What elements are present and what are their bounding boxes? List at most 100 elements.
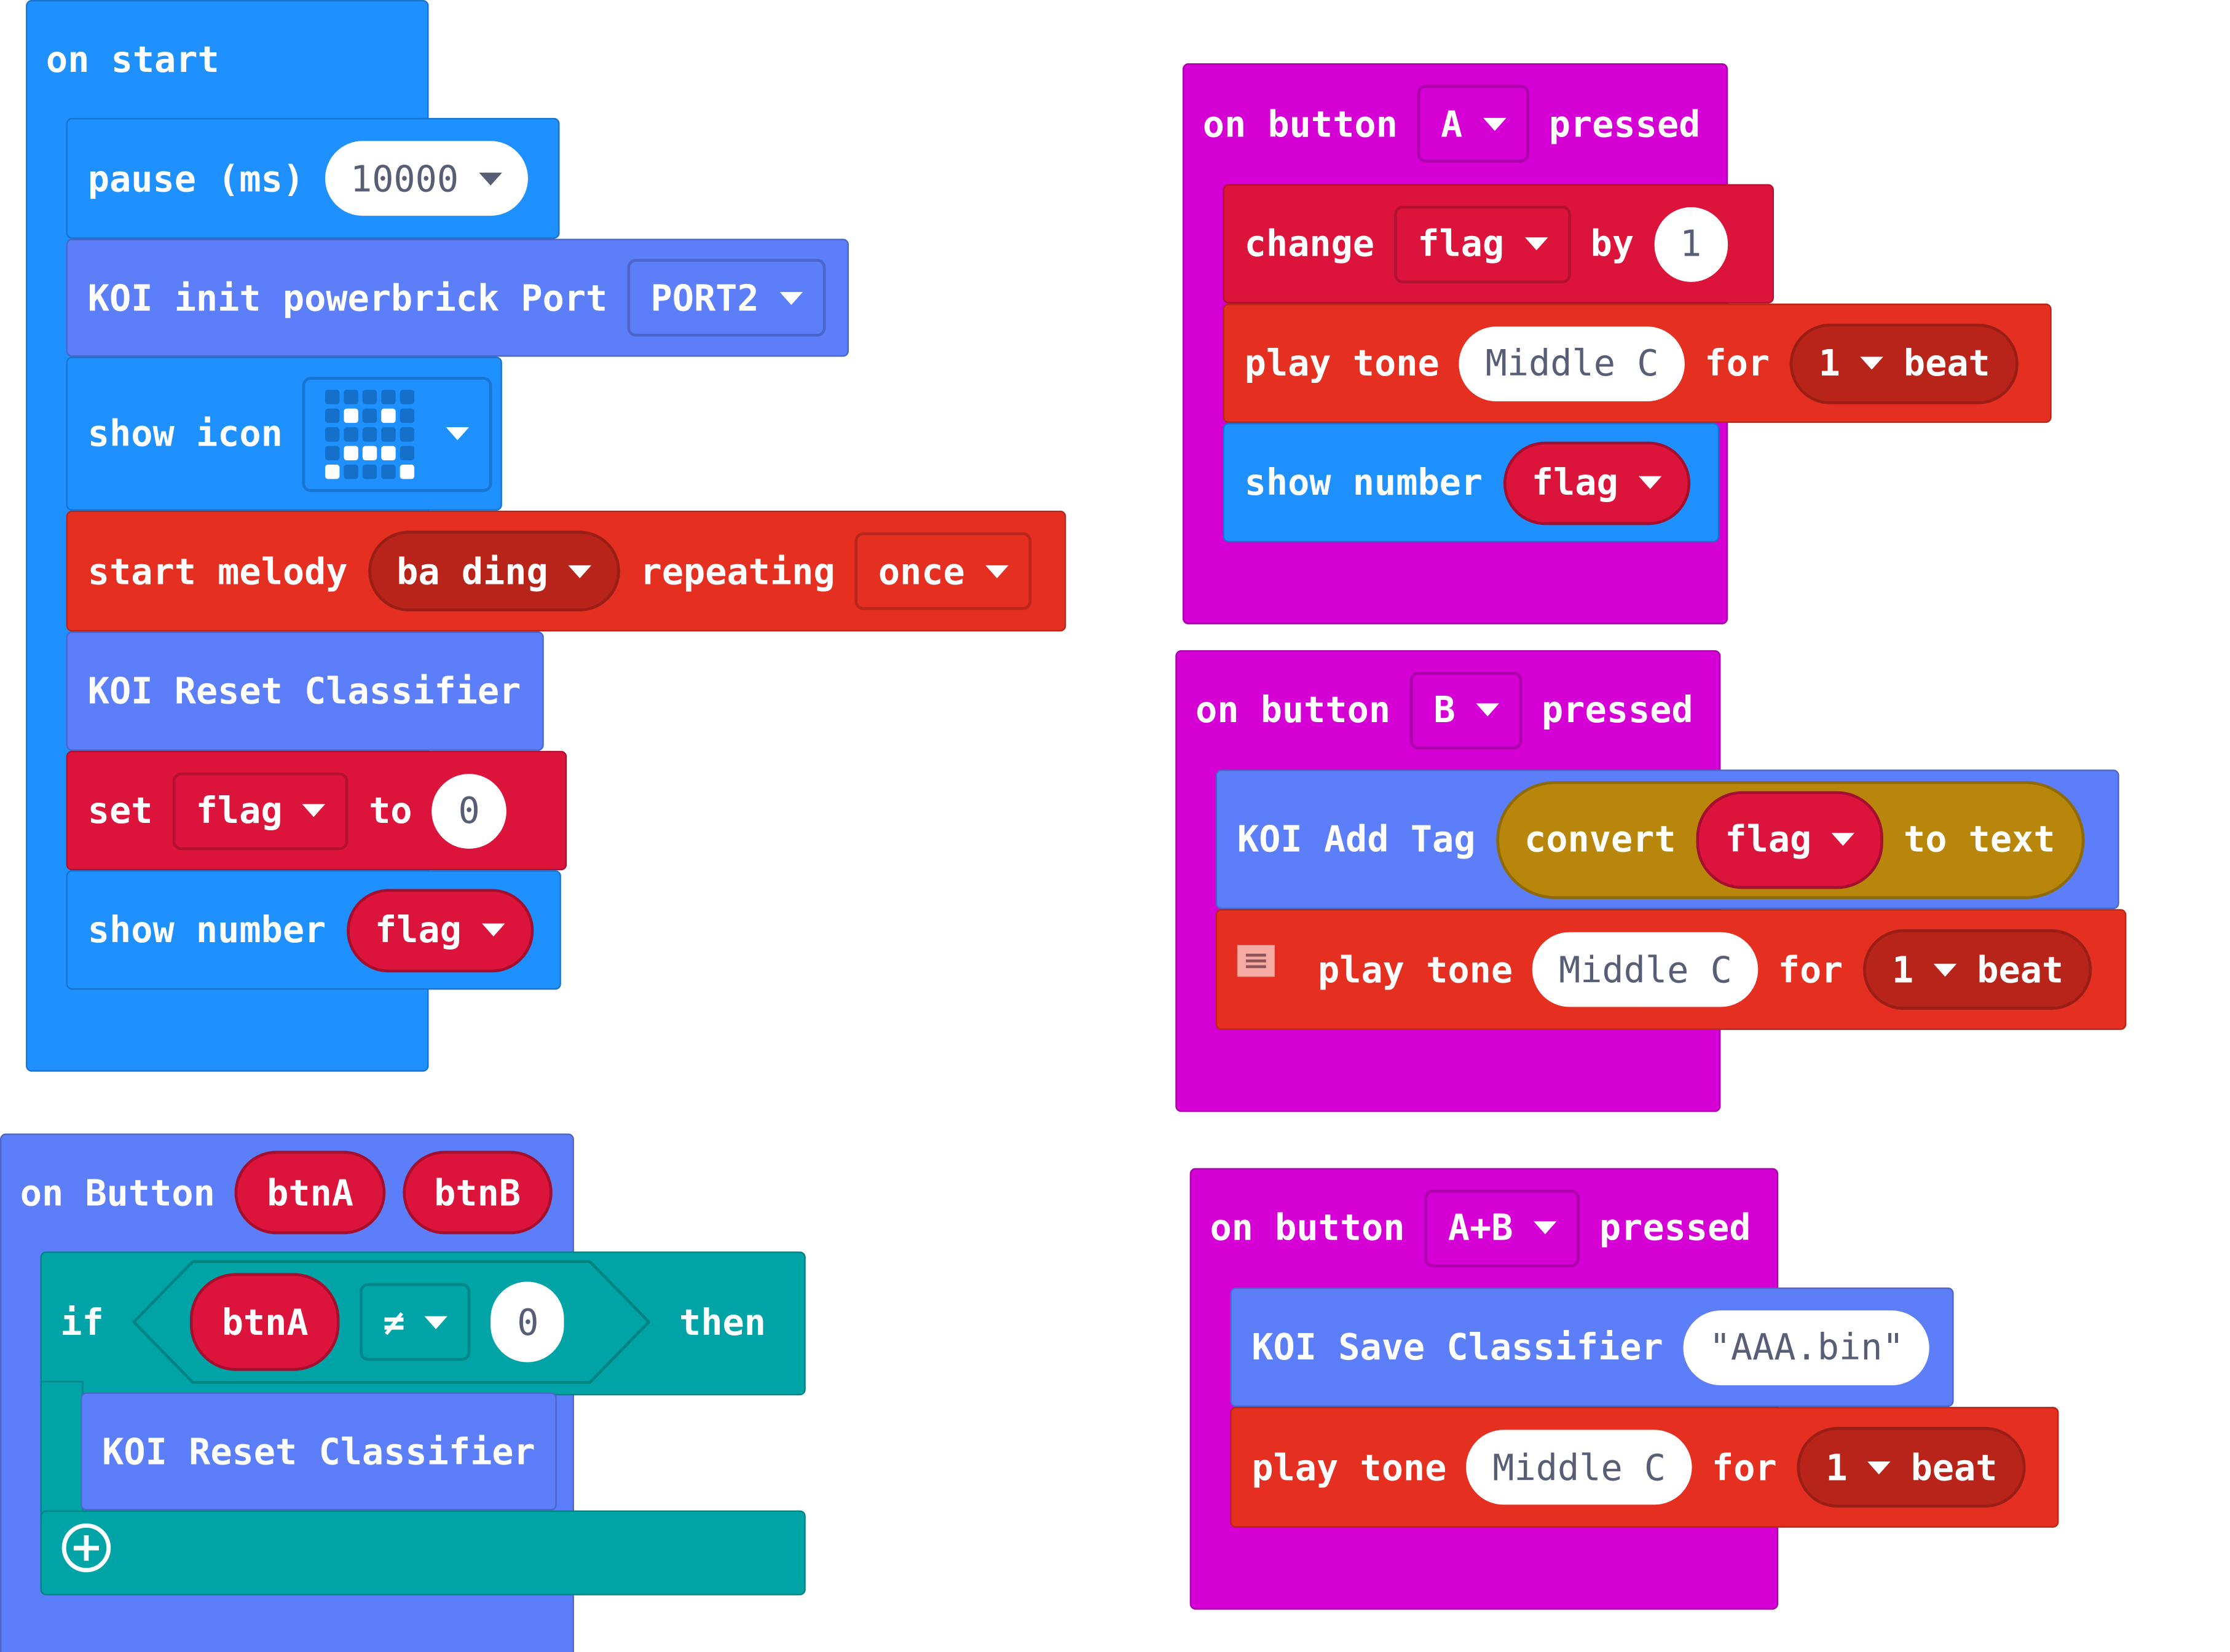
- convert-to-text-block[interactable]: convert flag to text: [1495, 780, 2084, 899]
- note-input[interactable]: Middle C: [1467, 1430, 1692, 1505]
- port-dropdown[interactable]: PORT2: [628, 259, 825, 337]
- repeating-label: repeating: [640, 550, 835, 592]
- beat-value: 1: [1826, 1446, 1848, 1489]
- chevron-down-icon: [1867, 1460, 1891, 1474]
- koi-add-tag-block[interactable]: KOI Add Tag convert flag to text: [1215, 769, 2119, 910]
- btn-a-reporter[interactable]: btnA: [190, 1273, 341, 1371]
- comment-icon[interactable]: [1237, 945, 1275, 977]
- koi-reset-block[interactable]: KOI Reset Classifier: [66, 631, 544, 751]
- pause-value-dropdown[interactable]: 10000: [324, 141, 528, 216]
- set-variable-block[interactable]: set flag to 0: [66, 750, 567, 871]
- beat-label: beat: [1903, 342, 1990, 384]
- melody-value: ba ding: [396, 550, 548, 592]
- for-label: for: [1778, 948, 1843, 991]
- koi-init-label: KOI init powerbrick Port: [87, 277, 608, 319]
- melody-dropdown[interactable]: ba ding: [368, 530, 620, 612]
- chevron-down-icon: [478, 171, 502, 185]
- variable-reporter[interactable]: flag: [346, 888, 534, 972]
- led-on: [382, 445, 396, 460]
- variable-name: flag: [1725, 818, 1812, 860]
- show-number-block[interactable]: show number flag: [1223, 423, 1720, 543]
- comparison-block[interactable]: btnA ≠ 0: [132, 1260, 651, 1384]
- variable-reporter[interactable]: flag: [1696, 790, 1884, 889]
- btn-b-reporter[interactable]: btnB: [402, 1150, 553, 1235]
- button-dropdown[interactable]: A+B: [1425, 1189, 1580, 1267]
- variable-name: flag: [195, 789, 283, 832]
- led-off: [400, 426, 416, 441]
- button-dropdown[interactable]: B: [1410, 671, 1522, 749]
- koi-save-classifier-block[interactable]: KOI Save Classifier "AAA.bin": [1230, 1287, 1954, 1407]
- beat-value: 1: [1891, 948, 1914, 991]
- variable-name: flag: [374, 909, 462, 951]
- set-value-input[interactable]: 0: [432, 773, 506, 848]
- chevron-down-icon: [1934, 963, 1957, 977]
- led-on: [363, 445, 378, 460]
- led-off: [326, 426, 341, 441]
- koi-init-block[interactable]: KOI init powerbrick Port PORT2: [66, 238, 849, 357]
- to-label: to: [369, 789, 412, 832]
- koi-reset-block[interactable]: KOI Reset Classifier: [81, 1392, 557, 1511]
- beat-label: beat: [1910, 1446, 1998, 1489]
- led-on: [326, 463, 341, 479]
- variable-reporter[interactable]: flag: [1502, 441, 1690, 525]
- beat-label: beat: [1977, 948, 2064, 991]
- on-button-ab-header: on button A+B pressed: [1190, 1168, 1771, 1288]
- operator-dropdown[interactable]: ≠: [360, 1283, 471, 1361]
- btn-a-reporter[interactable]: btnA: [235, 1150, 385, 1235]
- compare-value-input[interactable]: 0: [491, 1281, 565, 1363]
- port-value: PORT2: [650, 277, 759, 319]
- koi-reset-label: KOI Reset Classifier: [102, 1430, 535, 1473]
- beat-dropdown[interactable]: 1 beat: [1797, 1426, 2027, 1508]
- led-off: [326, 445, 341, 460]
- for-label: for: [1704, 342, 1770, 384]
- led-off: [400, 389, 416, 404]
- beat-dropdown[interactable]: 1 beat: [1863, 929, 2093, 1010]
- beat-value: 1: [1818, 342, 1840, 384]
- filename-input[interactable]: "AAA.bin": [1683, 1310, 1930, 1385]
- start-melody-block[interactable]: start melody ba ding repeating once: [66, 510, 1066, 632]
- set-label: set: [87, 789, 153, 832]
- show-number-block[interactable]: show number flag: [66, 870, 561, 990]
- variable-dropdown[interactable]: flag: [1394, 205, 1570, 283]
- chevron-down-icon: [1524, 237, 1548, 251]
- on-button-label: on button: [1210, 1206, 1405, 1249]
- button-value: A: [1441, 103, 1463, 145]
- beat-dropdown[interactable]: 1 beat: [1789, 323, 2019, 404]
- koi-reset-label: KOI Reset Classifier: [87, 670, 521, 712]
- show-icon-label: show icon: [87, 412, 283, 455]
- icon-picker[interactable]: [302, 376, 493, 492]
- pressed-label: pressed: [1599, 1206, 1751, 1249]
- on-button-label: on button: [1196, 689, 1391, 731]
- change-label: change: [1244, 222, 1375, 265]
- change-value-input[interactable]: 1: [1653, 206, 1728, 281]
- led-off: [363, 389, 378, 404]
- add-else-plus-icon[interactable]: +: [61, 1523, 111, 1573]
- chevron-down-icon: [568, 564, 591, 578]
- convert-label: convert: [1524, 818, 1676, 860]
- pressed-label: pressed: [1548, 103, 1701, 145]
- pause-block[interactable]: pause (ms) 10000: [66, 117, 560, 239]
- chevron-down-icon: [446, 427, 470, 441]
- note-input[interactable]: Middle C: [1532, 932, 1758, 1007]
- change-variable-block[interactable]: change flag by 1: [1223, 184, 1774, 304]
- if-block-column: [40, 1380, 84, 1528]
- led-off: [344, 426, 359, 441]
- variable-name: flag: [1531, 462, 1618, 504]
- on-button-label: on button: [1202, 103, 1398, 145]
- on-button-b-header: on button B pressed: [1175, 650, 1713, 769]
- note-input[interactable]: Middle C: [1459, 326, 1685, 401]
- show-number-label: show number: [1244, 462, 1483, 504]
- show-icon-block[interactable]: show icon: [66, 356, 502, 511]
- led-off: [363, 463, 378, 479]
- led-on: [344, 445, 359, 460]
- chevron-down-icon: [1475, 703, 1499, 717]
- variable-dropdown[interactable]: flag: [173, 771, 349, 850]
- pause-value: 10000: [350, 157, 459, 200]
- chevron-down-icon: [425, 1315, 448, 1329]
- button-dropdown[interactable]: A: [1417, 85, 1529, 163]
- repeat-mode-dropdown[interactable]: once: [855, 532, 1031, 610]
